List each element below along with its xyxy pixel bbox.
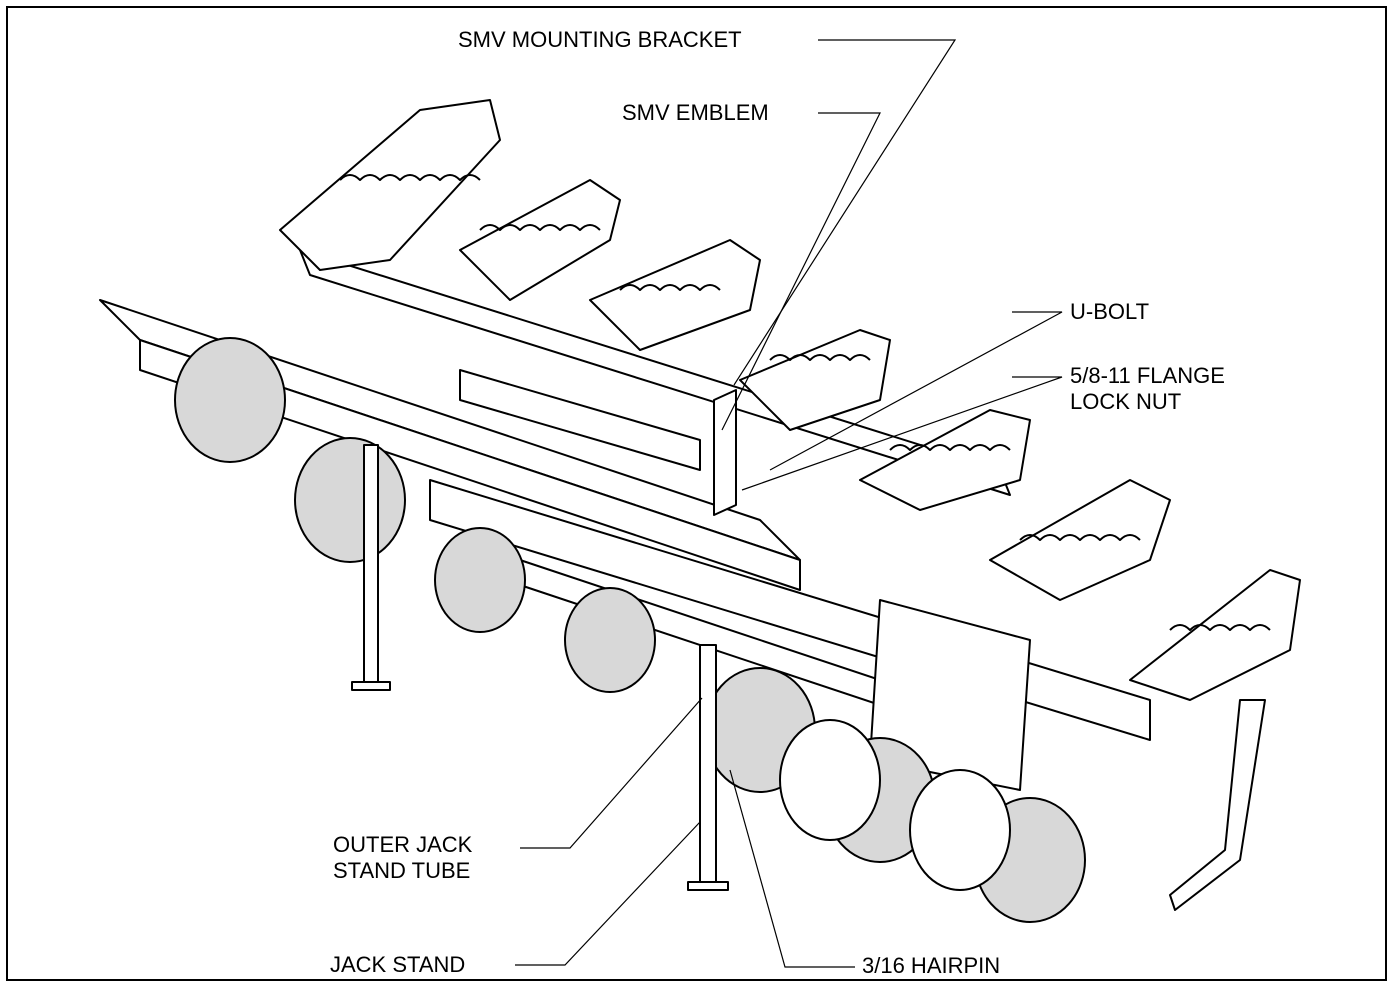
callout-hairpin: 3/16 HAIRPIN [862,953,1001,978]
jack-stand-right [687,644,729,891]
callout-outer-jack-stand-tube: OUTER JACK STAND TUBE [333,832,473,883]
callout-flange-lock-nut: 5/8-11 FLANGE LOCK NUT [1070,363,1225,414]
jack-stand-left [351,444,391,691]
callout-jack-stand: JACK STAND [330,952,466,977]
spring-coils [339,174,1271,631]
leader-lines [515,39,1063,968]
callout-smv-emblem: SMV EMBLEM [622,100,769,125]
callout-u-bolt: U-BOLT [1070,299,1150,324]
smv-bracket [713,389,737,516]
shank-point [1169,699,1266,911]
shank-assembly [279,99,1301,701]
callout-smv-mounting-bracket: SMV MOUNTING BRACKET [458,27,742,52]
